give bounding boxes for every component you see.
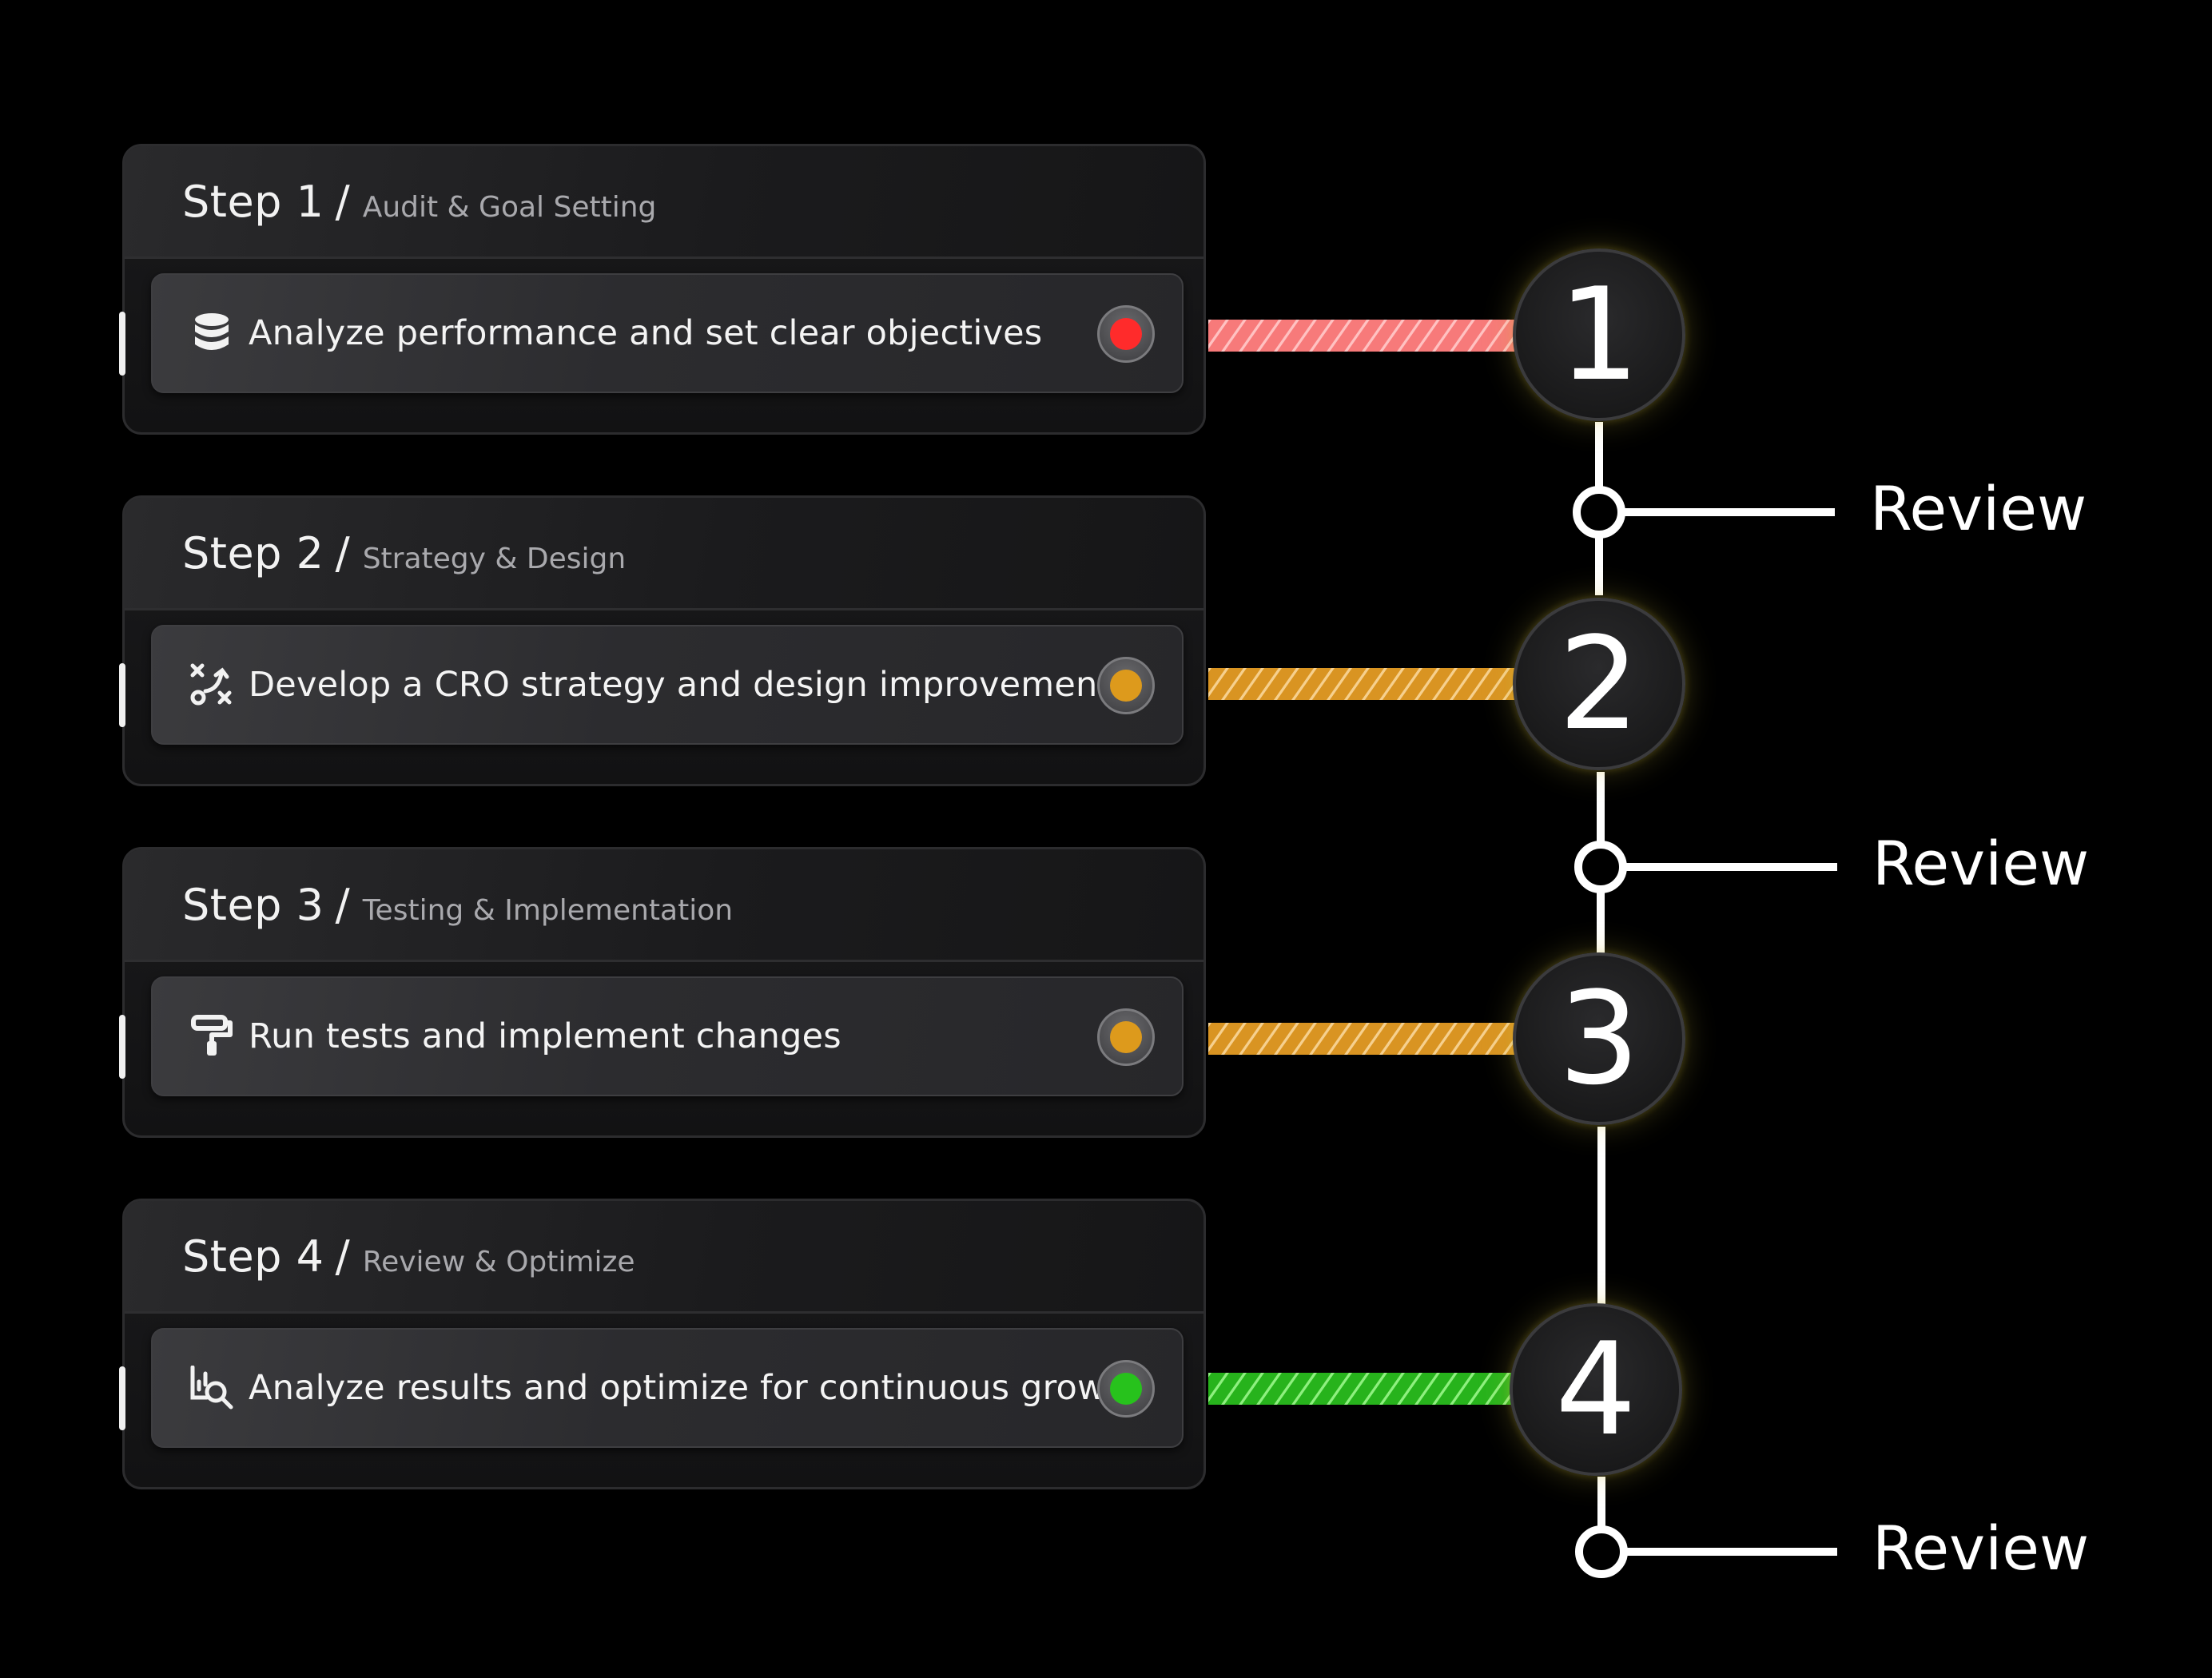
status-indicator: [1097, 1360, 1155, 1418]
task-row[interactable]: Analyze performance and set clear object…: [151, 273, 1184, 393]
review-node-3: [1575, 1525, 1837, 1578]
review-label-1: Review: [1870, 473, 2087, 544]
review-node-1: [1573, 486, 1835, 539]
step-number-3: 3: [1513, 952, 1685, 1125]
status-dot-orange: [1110, 1021, 1142, 1053]
review-label-3: Review: [1872, 1513, 2090, 1584]
step-header: Step 1 / Audit & Goal Setting: [125, 146, 1203, 259]
step-indicator-bar: [119, 1366, 125, 1430]
connector-bar-3: [1208, 1023, 1517, 1055]
review-label-2: Review: [1872, 828, 2090, 899]
paint-roller-icon: [189, 1014, 234, 1059]
step-subtitle: Audit & Goal Setting: [362, 191, 657, 224]
status-indicator: [1097, 657, 1155, 714]
step-label: Step 2: [182, 528, 324, 579]
step-label: Step 3: [182, 880, 324, 930]
step-subtitle: Review & Optimize: [362, 1246, 635, 1278]
step-card-2: Step 2 / Strategy & Design Develop a CRO…: [119, 495, 1206, 786]
status-indicator: [1097, 305, 1155, 363]
status-dot-orange: [1110, 670, 1142, 702]
step-header: Step 4 / Review & Optimize: [125, 1201, 1203, 1314]
status-dot-green: [1110, 1373, 1142, 1405]
step-divider: /: [335, 880, 350, 930]
review-node-2: [1574, 841, 1837, 893]
task-row[interactable]: Analyze results and optimize for continu…: [151, 1328, 1184, 1448]
step-subtitle: Strategy & Design: [362, 543, 627, 575]
step-label: Step 4: [182, 1231, 324, 1282]
connector-bar-1: [1208, 320, 1517, 352]
connector-bar-2: [1208, 668, 1517, 700]
database-icon: [189, 311, 234, 356]
step-header: Step 2 / Strategy & Design: [125, 498, 1203, 610]
task-row[interactable]: Develop a CRO strategy and design improv…: [151, 625, 1184, 745]
task-text: Run tests and implement changes: [249, 1016, 841, 1056]
step-subtitle: Testing & Implementation: [362, 894, 734, 927]
connector-bar-4: [1208, 1373, 1517, 1405]
task-text: Analyze results and optimize for continu…: [249, 1368, 1141, 1408]
task-row[interactable]: Run tests and implement changes: [151, 976, 1184, 1096]
step-card-3: Step 3 / Testing & Implementation Run te…: [119, 847, 1206, 1138]
task-text: Develop a CRO strategy and design improv…: [249, 665, 1130, 705]
step-indicator-bar: [119, 663, 125, 727]
step-header: Step 3 / Testing & Implementation: [125, 849, 1203, 962]
step-number-2: 2: [1513, 598, 1685, 770]
status-dot-red: [1110, 318, 1142, 350]
step-divider: /: [335, 1231, 350, 1282]
step-card-1: Step 1 / Audit & Goal Setting Analyze pe…: [119, 144, 1206, 435]
step-divider: /: [335, 528, 350, 579]
step-indicator-bar: [119, 312, 125, 376]
step-card-4: Step 4 / Review & Optimize Analyze resul…: [119, 1199, 1206, 1489]
step-label: Step 1: [182, 177, 324, 227]
step-divider: /: [335, 177, 350, 227]
step-number-4: 4: [1510, 1303, 1682, 1476]
status-indicator: [1097, 1008, 1155, 1066]
step-number-1: 1: [1513, 249, 1685, 421]
step-indicator-bar: [119, 1015, 125, 1079]
strategy-icon: [189, 662, 234, 707]
chart-search-icon: [189, 1365, 234, 1410]
task-text: Analyze performance and set clear object…: [249, 313, 1043, 353]
